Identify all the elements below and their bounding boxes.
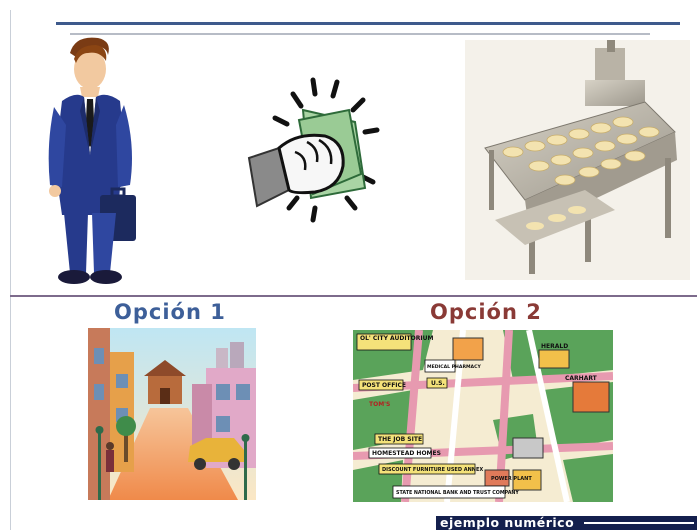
- option-2-label: Opción 2: [430, 300, 542, 324]
- footer-label: ejemplo numérico: [440, 515, 575, 530]
- left-border-line: [10, 10, 11, 530]
- city-map-illustration: OL' CITY AUDITORIUM MEDICAL PHARMACY POS…: [353, 330, 613, 502]
- map-label-herald: HERALD: [541, 343, 568, 350]
- footer-line: [584, 522, 694, 524]
- map-label-job-site: THE JOB SITE: [378, 436, 422, 443]
- option-1-label: Opción 1: [114, 300, 226, 324]
- map-label-power-plant: POWER PLANT: [491, 476, 532, 482]
- top-rule-blue: [56, 22, 680, 25]
- section-divider: [10, 295, 697, 297]
- map-label-carhart: CARHART: [565, 375, 598, 382]
- map-label-bank: STATE NATIONAL BANK AND TRUST COMPANY: [396, 490, 519, 496]
- production-machine-photo: [465, 40, 690, 280]
- map-label-homestead: HOMESTEAD HOMES: [372, 450, 441, 457]
- top-rule-gray: [70, 33, 650, 35]
- map-label-auditorium: OL' CITY AUDITORIUM: [360, 335, 433, 342]
- small-town-illustration: [88, 328, 256, 500]
- businessman-illustration: [48, 37, 136, 284]
- map-label-toms: TOM'S: [369, 401, 390, 408]
- footer-section-bar: ejemplo numérico: [436, 515, 697, 530]
- map-label-furniture: DISCOUNT FURNITURE USED ANNEX: [382, 467, 483, 473]
- money-fist-illustration: [247, 77, 380, 223]
- map-label-pharmacy: MEDICAL PHARMACY: [427, 364, 481, 370]
- map-label-us: U.S.: [431, 380, 445, 387]
- map-label-post-office: POST OFFICE: [362, 382, 406, 389]
